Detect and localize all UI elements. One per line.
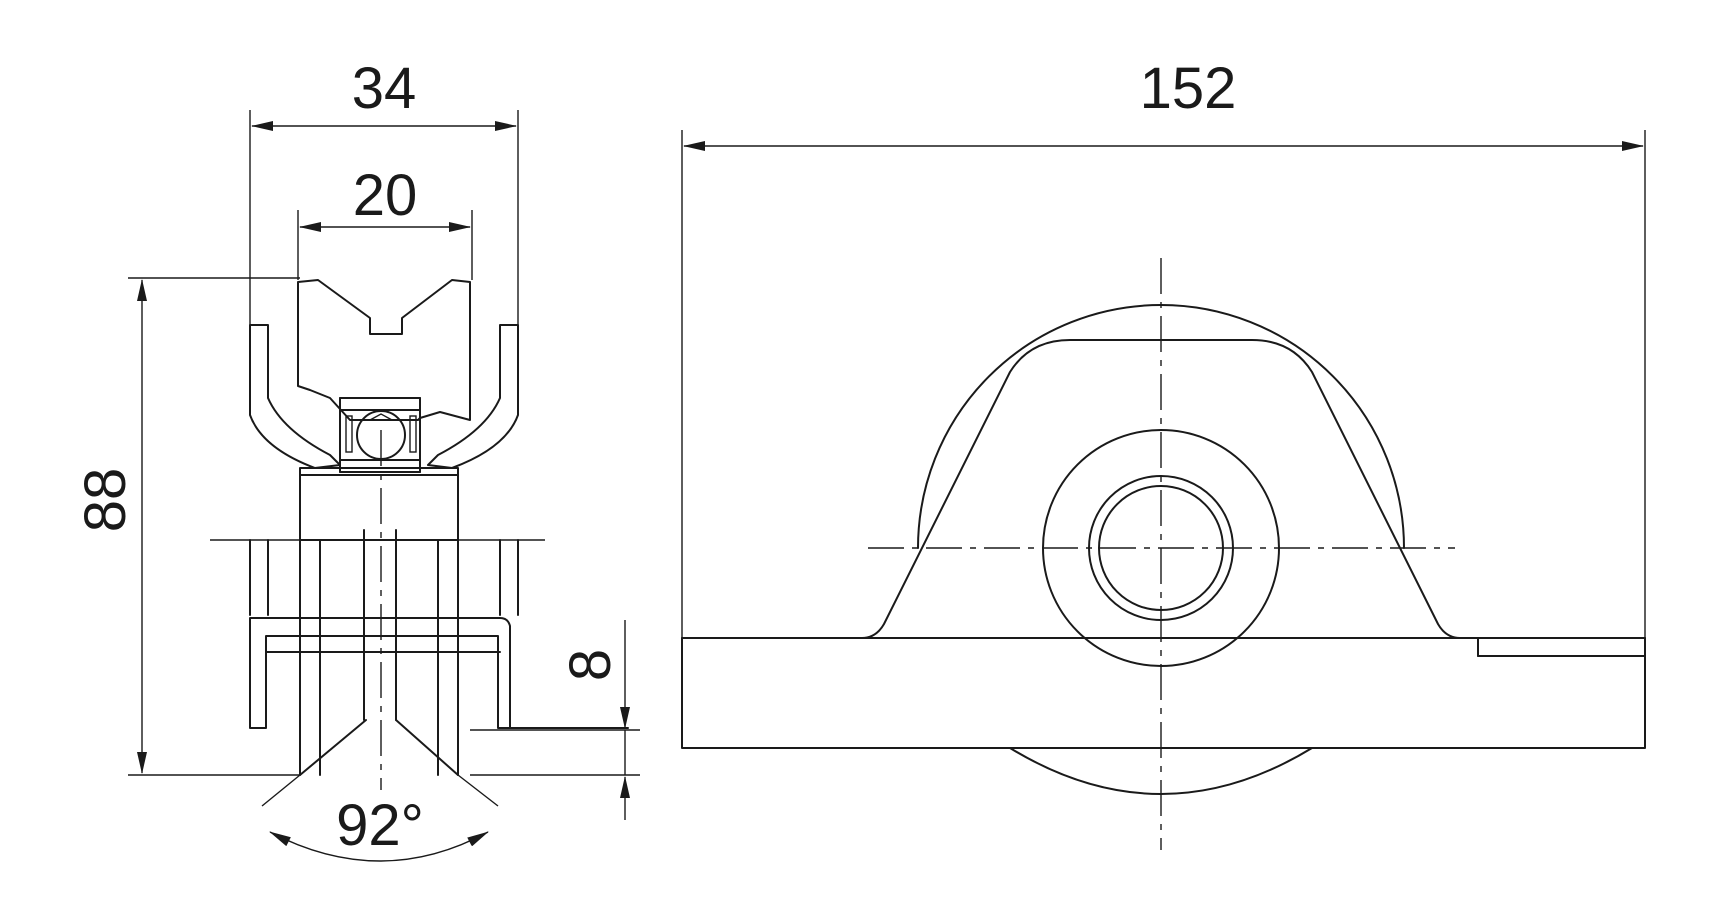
dim-label-152: 152 [1140,56,1237,121]
dim-label-88: 88 [73,468,138,533]
section-view: 34 20 88 [73,56,640,862]
dim-arc-92 [269,831,489,862]
bracket-base [249,617,511,729]
dim-label-34: 34 [352,56,417,121]
wheel-rim-section [297,279,471,421]
dim-label-92: 92° [336,793,424,858]
bracket-profile [681,339,1646,639]
hub-section [299,467,459,541]
bracket-left-section [249,324,341,469]
side-view: 152 [681,56,1646,850]
dim-label-20: 20 [353,163,418,228]
bracket-right-section [427,324,519,469]
base-plate [681,637,1646,749]
dim-label-8: 8 [558,649,623,681]
